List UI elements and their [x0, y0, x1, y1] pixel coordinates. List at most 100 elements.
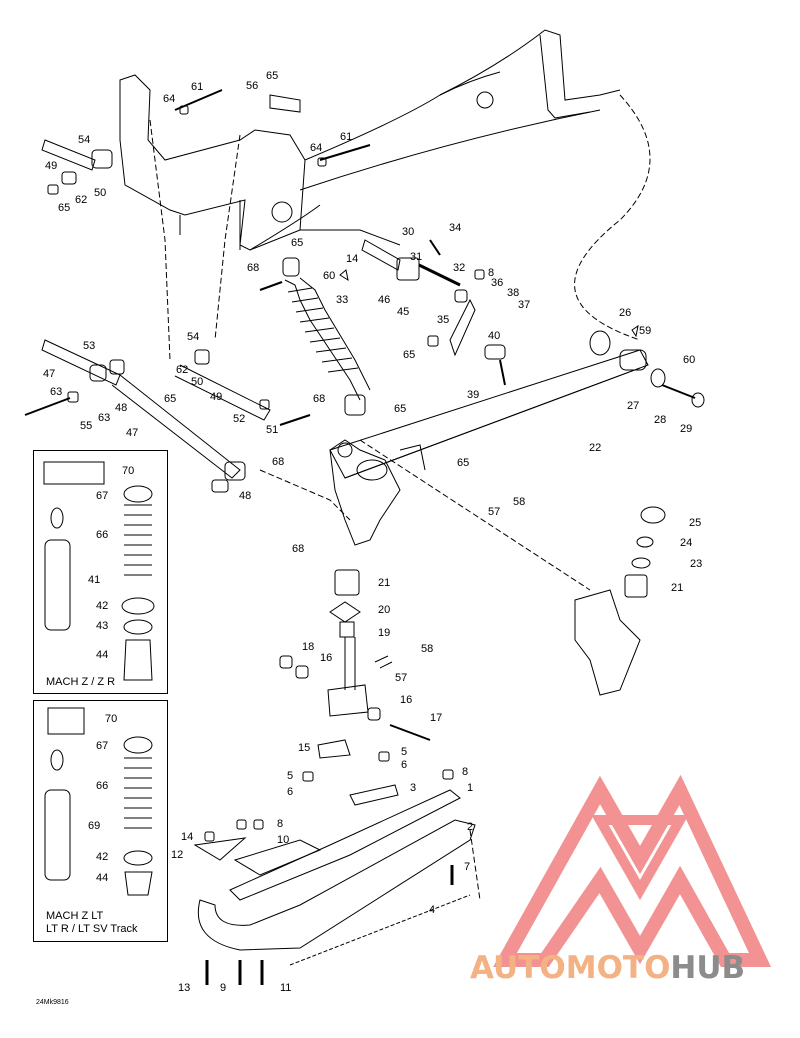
watermark-moto: MOTO: [565, 950, 671, 986]
part-label-p29: 29: [680, 423, 692, 435]
part-label-p1: 1: [467, 782, 473, 794]
part-label-p7: 7: [464, 861, 470, 873]
box2-label-c70: 70: [105, 713, 117, 725]
shock-bellows: [287, 287, 359, 373]
part-label-p65g: 65: [457, 457, 469, 469]
part-label-p48a: 48: [115, 402, 127, 414]
part-label-p27: 27: [627, 400, 639, 412]
part-label-p58a: 58: [513, 496, 525, 508]
lower-left-arms: [24, 339, 311, 493]
part-label-p40: 40: [488, 330, 500, 342]
kit-box-mach-z-lt-caption-1: MACH Z LT: [46, 910, 104, 922]
part-label-p57b: 57: [395, 672, 407, 684]
part-label-p58b: 58: [421, 643, 433, 655]
box2-label-c66: 66: [96, 780, 108, 792]
part-label-p51: 51: [266, 424, 278, 436]
part-label-p68a: 68: [247, 262, 259, 274]
assembly-guide-lines: [149, 94, 651, 901]
part-label-p11: 11: [280, 982, 291, 994]
spindle-assembly: [279, 569, 431, 759]
part-label-p33: 33: [336, 294, 348, 306]
part-label-p68b: 68: [313, 393, 325, 405]
part-label-p5a: 5: [401, 746, 407, 758]
part-label-p3: 3: [410, 782, 416, 794]
part-label-p47a: 47: [43, 368, 55, 380]
part-label-p65e: 65: [164, 393, 176, 405]
ski: [193, 751, 476, 985]
part-label-p25: 25: [689, 517, 701, 529]
part-label-p8a: 8: [488, 267, 494, 279]
part-label-p38: 38: [507, 287, 519, 299]
part-label-p60a: 60: [323, 270, 335, 282]
decal-icon: [47, 707, 85, 735]
part-label-p34: 34: [449, 222, 461, 234]
part-label-p65a: 65: [266, 70, 278, 82]
chassis-frame: [119, 29, 621, 251]
part-label-p21a: 21: [378, 577, 390, 589]
part-label-p4: 4: [429, 904, 435, 916]
part-label-p23: 23: [690, 558, 702, 570]
part-label-p18: 18: [302, 641, 314, 653]
shock-absorber: [259, 257, 371, 416]
watermark-text: AUTOMOTOHUB: [470, 950, 745, 986]
part-label-p21b: 21: [671, 582, 683, 594]
part-label-p54b: 54: [187, 331, 199, 343]
part-label-p64a: 64: [163, 93, 175, 105]
part-label-p24: 24: [680, 537, 692, 549]
part-label-p20: 20: [378, 604, 390, 616]
part-label-p61b: 61: [340, 131, 352, 143]
part-label-p68c: 68: [272, 456, 284, 468]
part-label-p6a: 6: [401, 759, 407, 771]
box1-label-b42: 42: [96, 600, 108, 612]
box1-label-b66: 66: [96, 529, 108, 541]
part-label-p54a: 54: [78, 134, 90, 146]
part-label-p39: 39: [467, 389, 479, 401]
part-label-p12: 12: [171, 849, 183, 861]
part-label-p8b: 8: [462, 766, 468, 778]
kit-box-1-drawing: [43, 461, 155, 681]
part-label-p31: 31: [410, 251, 422, 263]
part-label-p68d: 68: [292, 543, 304, 555]
part-label-p63a: 63: [50, 386, 62, 398]
part-label-p65b: 65: [58, 202, 70, 214]
box1-label-b41: 41: [88, 574, 100, 586]
part-label-p59: 59: [639, 325, 651, 337]
part-label-p61a: 61: [191, 81, 203, 93]
part-label-p14a: 14: [346, 253, 358, 265]
part-label-p56: 56: [246, 80, 258, 92]
part-label-p65d: 65: [403, 349, 415, 361]
part-label-p15: 15: [298, 742, 310, 754]
part-label-p49b: 49: [210, 391, 222, 403]
part-label-p57a: 57: [488, 506, 500, 518]
part-label-p13: 13: [178, 982, 190, 994]
part-label-p50a: 50: [94, 187, 106, 199]
right-spindle: [574, 506, 666, 696]
part-label-p45: 45: [397, 306, 409, 318]
part-label-p2: 2: [467, 821, 473, 833]
pivot-bolt-assembly: [589, 324, 705, 408]
box1-label-b43: 43: [96, 620, 108, 632]
part-label-p5b: 5: [287, 770, 293, 782]
part-label-p62b: 62: [176, 364, 188, 376]
part-label-p22: 22: [589, 442, 601, 454]
part-label-p62a: 62: [75, 194, 87, 206]
upper-left-arm: [41, 89, 371, 195]
part-label-p49a: 49: [45, 160, 57, 172]
kit-box-2-drawing: [44, 707, 153, 896]
box2-label-c44: 44: [96, 872, 108, 884]
trailing-arm: [329, 349, 649, 546]
part-label-p28: 28: [654, 414, 666, 426]
part-label-p19: 19: [378, 627, 390, 639]
box1-label-b70: 70: [122, 465, 134, 477]
kit-box-mach-z-lt-caption-2: LT R / LT SV Track: [46, 923, 138, 935]
part-label-p36: 36: [491, 277, 503, 289]
part-label-p50b: 50: [191, 376, 203, 388]
part-label-p30: 30: [402, 226, 414, 238]
part-label-p16a: 16: [320, 652, 332, 664]
box2-label-c69: 69: [88, 820, 100, 832]
linkage-assembly: [339, 239, 506, 386]
watermark-logo-icon: [493, 774, 772, 967]
